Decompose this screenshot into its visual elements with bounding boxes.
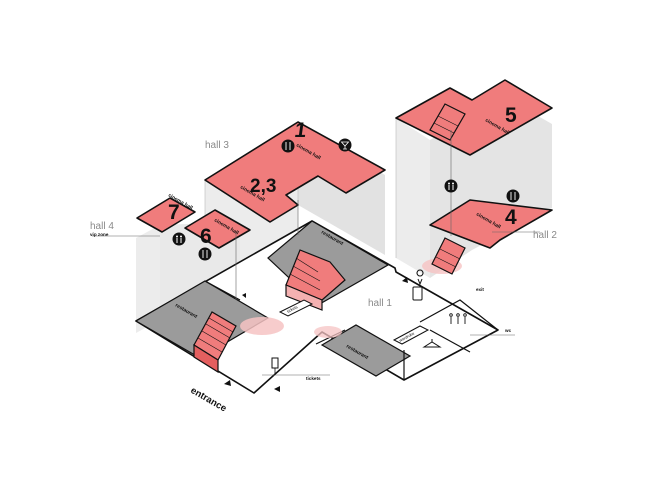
tickets-desk-label: tickets	[286, 304, 298, 314]
cinema-hall-23-number: 2,3	[250, 176, 276, 197]
restaurant-icon	[198, 247, 212, 261]
location-pin-icon	[416, 269, 424, 286]
ticket-machine-icon	[271, 357, 279, 375]
tickets-desk: tickets	[278, 299, 314, 317]
hall-2-label: hall 2	[533, 230, 557, 241]
cocktail-icon	[338, 138, 352, 152]
exit-label: exit	[476, 287, 484, 292]
ticket-machine-icon	[412, 286, 423, 301]
cinema-hall-7-number: 7	[168, 201, 180, 224]
entrance-label: entrance	[189, 385, 229, 414]
stairs	[193, 103, 466, 374]
restaurant-icon	[281, 139, 295, 153]
toilet-icon	[444, 179, 458, 193]
tickets-label: tickets	[306, 376, 321, 381]
hall-4-label: hall 4	[90, 221, 114, 232]
cinema-hall-1-number: 1	[293, 119, 308, 142]
toilet-icon	[172, 232, 186, 246]
wc-label: wc	[504, 328, 512, 333]
cinema-hall-4-number: 4	[505, 206, 517, 229]
wc-people-icon	[449, 313, 467, 324]
cinema-hall-5-number: 5	[505, 104, 517, 127]
cinema-hall-6-number: 6	[200, 225, 212, 248]
hall-3-label: hall 3	[205, 140, 229, 151]
coat-hanger-icon	[422, 339, 442, 348]
restaurant-icon	[506, 189, 520, 203]
arrow-icon	[224, 277, 408, 392]
vip-zone-label: vip zone	[90, 232, 109, 237]
hall-1-label: hall 1	[368, 298, 392, 309]
